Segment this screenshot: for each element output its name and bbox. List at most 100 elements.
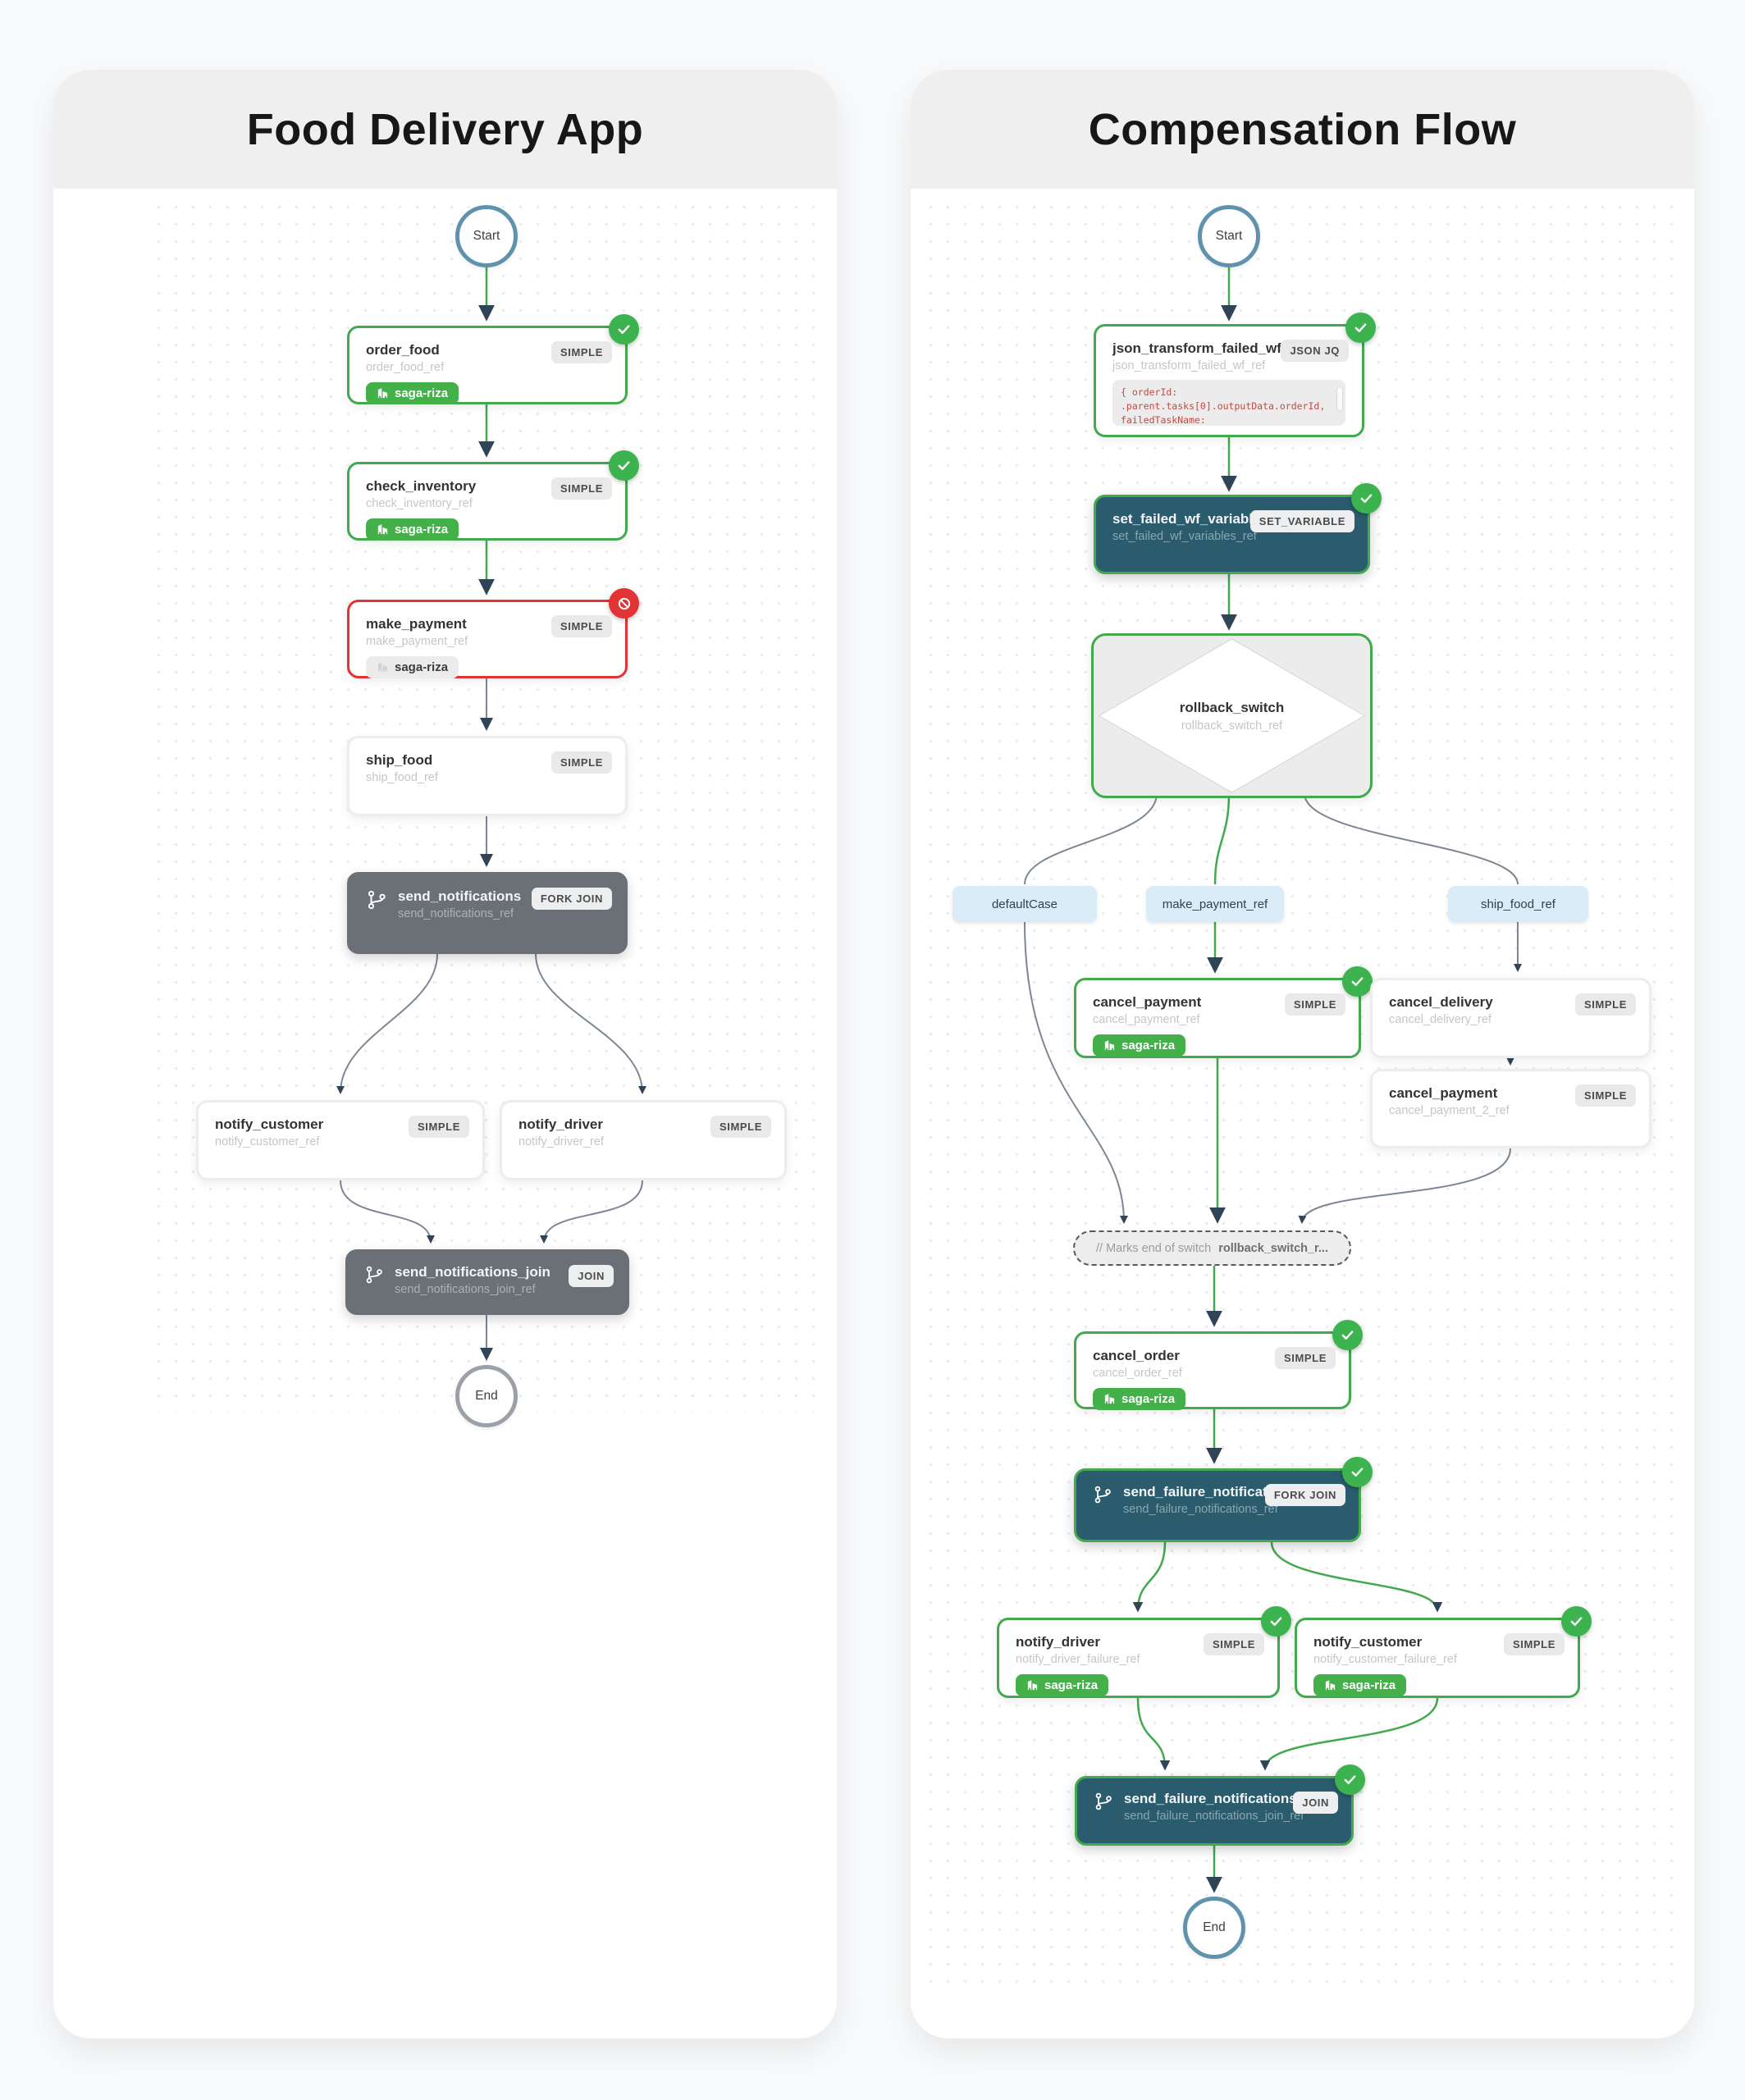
branch-label-make-payment-ref[interactable]: make_payment_ref — [1146, 886, 1284, 922]
start-node[interactable]: Start — [1198, 205, 1260, 267]
failed-status-icon — [609, 588, 639, 619]
branch-label-text: ship_food_ref — [1481, 897, 1555, 911]
task-title: notify_customer — [1313, 1634, 1423, 1650]
task-node-json-transform-failed-wf[interactable]: json_transform_failed_wf json_transform_… — [1094, 313, 1376, 437]
task-type-badge: SIMPLE — [409, 1116, 469, 1138]
building-icon — [377, 388, 388, 399]
success-status-icon — [1345, 313, 1376, 343]
branch-label-defaultcase[interactable]: defaultCase — [952, 886, 1097, 922]
task-type-badge: SIMPLE — [1285, 993, 1345, 1016]
task-type-badge: SIMPLE — [1504, 1633, 1565, 1655]
success-status-icon — [1342, 966, 1373, 997]
saga-riza-tag: saga-riza — [366, 656, 459, 679]
task-ref: send_failure_notifications_join_ref — [1124, 1810, 1304, 1824]
task-node-notify-customer[interactable]: notify_customer notify_customer_ref SIMP… — [196, 1100, 485, 1180]
start-node[interactable]: Start — [455, 205, 518, 267]
task-type-badge: SIMPLE — [710, 1116, 771, 1138]
building-icon — [1104, 1040, 1115, 1051]
task-title: notify_customer — [215, 1116, 324, 1132]
page-title: Compensation Flow — [1088, 104, 1517, 154]
task-ref: check_inventory_ref — [366, 497, 473, 511]
task-node-notify-customer-failure[interactable]: notify_customer notify_customer_failure_… — [1295, 1606, 1592, 1698]
task-type-badge: JSON JQ — [1281, 340, 1349, 362]
task-type-badge: FORK JOIN — [1264, 1484, 1345, 1506]
code-scrollbar[interactable] — [1337, 387, 1342, 411]
task-type-badge: SIMPLE — [551, 341, 612, 363]
workflow-panel-compensation: Compensation Flow — [911, 70, 1694, 2038]
task-ref: notify_customer_failure_ref — [1313, 1653, 1457, 1667]
tag-label: saga-riza — [395, 386, 449, 401]
join-node-send-failure-notifications-join[interactable]: send_failure_notifications_join send_fai… — [1075, 1764, 1365, 1846]
success-status-icon — [1332, 1320, 1363, 1350]
task-node-notify-driver-failure[interactable]: notify_driver notify_driver_failure_ref … — [997, 1606, 1291, 1698]
task-title: notify_driver — [518, 1116, 603, 1132]
task-ref: cancel_order_ref — [1093, 1367, 1182, 1381]
panel-header: Compensation Flow — [911, 70, 1694, 189]
tag-label: saga-riza — [395, 523, 449, 537]
end-label: End — [475, 1389, 498, 1403]
building-icon — [1027, 1680, 1038, 1691]
edges-layer — [1024, 267, 1522, 1893]
task-node-notify-driver[interactable]: notify_driver notify_driver_ref SIMPLE — [500, 1100, 787, 1180]
task-node-cancel-payment-2[interactable]: cancel_payment cancel_payment_2_ref SIMP… — [1370, 1069, 1651, 1148]
task-node-order-food[interactable]: order_food order_food_ref SIMPLE saga-ri… — [347, 314, 639, 405]
branch-label-text: defaultCase — [991, 897, 1058, 911]
code-line: failedTaskName: — [1121, 414, 1206, 427]
success-status-icon — [609, 314, 639, 345]
fork-icon — [1094, 1486, 1111, 1504]
task-type-badge: SIMPLE — [1275, 1347, 1336, 1369]
success-status-icon — [609, 450, 639, 481]
task-title: rollback_switch — [1179, 700, 1285, 716]
task-type-badge: SET_VARIABLE — [1249, 510, 1354, 532]
task-title: set_failed_wf_variables — [1112, 511, 1268, 527]
switch-end-ref: rollback_switch_r... — [1218, 1241, 1328, 1255]
task-title: make_payment — [366, 616, 467, 632]
success-status-icon — [1351, 483, 1382, 514]
building-icon — [1325, 1680, 1336, 1691]
task-type-badge: SIMPLE — [1204, 1633, 1264, 1655]
task-title: order_food — [366, 342, 440, 358]
task-ref: ship_food_ref — [366, 771, 438, 785]
task-node-set-failed-wf-variables[interactable]: set_failed_wf_variables set_failed_wf_va… — [1094, 483, 1382, 574]
task-node-ship-food[interactable]: ship_food ship_food_ref SIMPLE — [347, 736, 628, 816]
task-title: cancel_delivery — [1389, 994, 1493, 1010]
building-icon — [377, 662, 388, 673]
task-ref: notify_driver_ref — [518, 1135, 604, 1149]
switch-end-comment: // Marks end of switch — [1095, 1241, 1212, 1255]
jq-expression-preview[interactable]: { orderId: .parent.tasks[0].outputData.o… — [1112, 380, 1345, 427]
code-line: .parent.tasks[0].outputData.orderId, — [1121, 400, 1326, 413]
fork-node-send-notifications[interactable]: send_notifications send_notifications_re… — [347, 872, 628, 954]
saga-riza-tag: saga-riza — [366, 518, 459, 541]
workflow-canvas[interactable]: Start json_transform_failed_wf json_tran… — [911, 189, 1694, 2038]
task-title: cancel_payment — [1389, 1085, 1498, 1101]
switch-node-rollback-switch[interactable]: rollback_switch rollback_switch_ref — [1091, 633, 1373, 798]
end-node[interactable]: End — [1183, 1897, 1245, 1959]
task-ref: notify_driver_failure_ref — [1016, 1653, 1140, 1667]
task-ref: json_transform_failed_wf_ref — [1112, 359, 1266, 373]
task-node-check-inventory[interactable]: check_inventory check_inventory_ref SIMP… — [347, 450, 639, 541]
task-node-cancel-delivery[interactable]: cancel_delivery cancel_delivery_ref SIMP… — [1370, 978, 1651, 1058]
start-label: Start — [473, 229, 500, 243]
task-title: cancel_payment — [1093, 994, 1202, 1010]
saga-riza-tag: saga-riza — [1313, 1674, 1407, 1697]
task-title: ship_food — [366, 752, 433, 768]
task-ref: set_failed_wf_variables_ref — [1112, 530, 1257, 544]
task-title: notify_driver — [1016, 1634, 1100, 1650]
task-node-cancel-order[interactable]: cancel_order cancel_order_ref SIMPLE sag… — [1074, 1320, 1363, 1411]
task-node-cancel-payment[interactable]: cancel_payment cancel_payment_ref SIMPLE… — [1074, 966, 1373, 1058]
tag-label: saga-riza — [1121, 1392, 1176, 1407]
task-title: send_failure_notifications — [1123, 1484, 1296, 1500]
task-ref: send_notifications_join_ref — [395, 1283, 536, 1297]
branch-label-ship-food-ref[interactable]: ship_food_ref — [1448, 886, 1588, 922]
switch-end-marker[interactable]: // Marks end of switch rollback_switch_r… — [1073, 1230, 1351, 1266]
workflow-canvas[interactable]: Start order_food order_food_ref SIMPLE s… — [53, 189, 837, 2038]
edges-layer — [336, 267, 646, 1361]
join-node-send-notifications-join[interactable]: send_notifications_join send_notificatio… — [345, 1249, 629, 1315]
task-ref: cancel_payment_2_ref — [1389, 1104, 1510, 1118]
task-ref: order_food_ref — [366, 361, 445, 375]
task-type-badge: SIMPLE — [551, 751, 612, 774]
fork-node-send-failure-notifications[interactable]: send_failure_notifications send_failure_… — [1074, 1457, 1373, 1542]
end-node[interactable]: End — [455, 1365, 518, 1427]
task-node-make-payment[interactable]: make_payment make_payment_ref SIMPLE sag… — [347, 588, 639, 679]
task-title: cancel_order — [1093, 1348, 1180, 1363]
